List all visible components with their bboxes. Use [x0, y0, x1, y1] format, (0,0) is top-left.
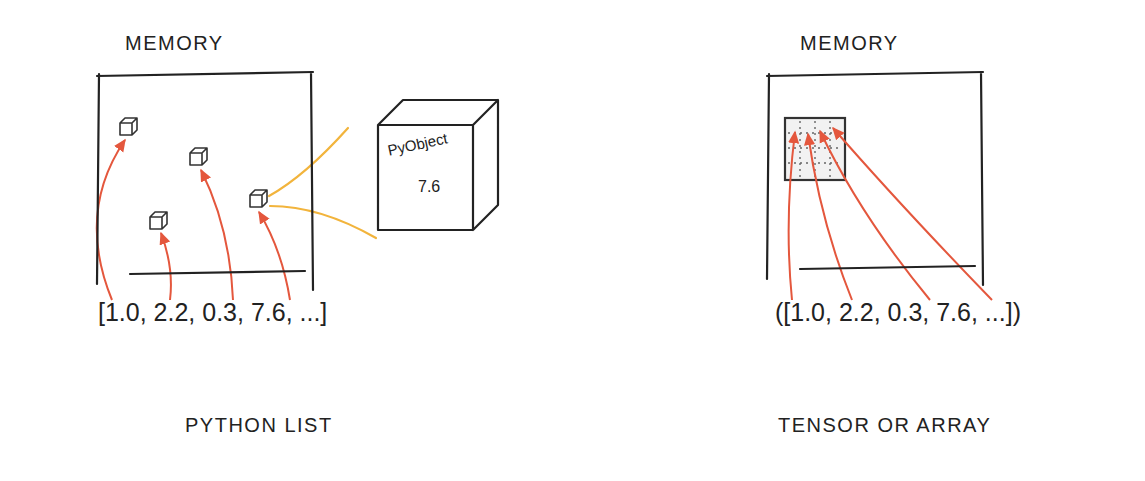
pointer-arrow — [259, 212, 290, 300]
cube-outline — [120, 118, 137, 135]
frame-line — [97, 72, 313, 290]
cube-outline — [250, 190, 267, 207]
pointer-arrow — [97, 140, 125, 300]
caption-label: PYTHON LIST — [185, 414, 333, 437]
memory-frame — [95, 70, 315, 290]
memory-heading: MEMORY — [125, 32, 224, 55]
small-cube — [250, 190, 267, 207]
pointer-arrow — [789, 132, 795, 300]
pointer-arrow — [833, 128, 992, 300]
small-cube — [120, 118, 137, 135]
pointer-arrow — [201, 170, 233, 300]
caption-label: TENSOR OR ARRAY — [778, 414, 991, 437]
zoom-line — [269, 128, 348, 196]
pointer-arrow — [820, 131, 930, 300]
cube-outline — [378, 100, 503, 235]
value-list: [1.0, 2.2, 0.3, 7.6, ...] — [98, 298, 327, 327]
memory-box: MEMORY — [765, 70, 985, 285]
cube-face — [378, 100, 498, 230]
pointer-arrow — [161, 233, 171, 300]
cube-outline — [150, 212, 167, 229]
object-cube: PyObject7.6 — [378, 100, 503, 235]
memory-frame — [765, 70, 985, 285]
zoom-line — [270, 206, 376, 238]
small-cube — [190, 148, 207, 165]
memory-heading: MEMORY — [800, 32, 899, 55]
memory-box: MEMORY — [95, 70, 315, 290]
value-list: ([1.0, 2.2, 0.3, 7.6, ...]) — [775, 298, 1021, 327]
object-label: 7.6 — [418, 178, 440, 196]
small-cube — [150, 212, 167, 229]
frame-line — [767, 72, 983, 285]
cube-outline — [190, 148, 207, 165]
pointer-arrow — [808, 134, 852, 300]
